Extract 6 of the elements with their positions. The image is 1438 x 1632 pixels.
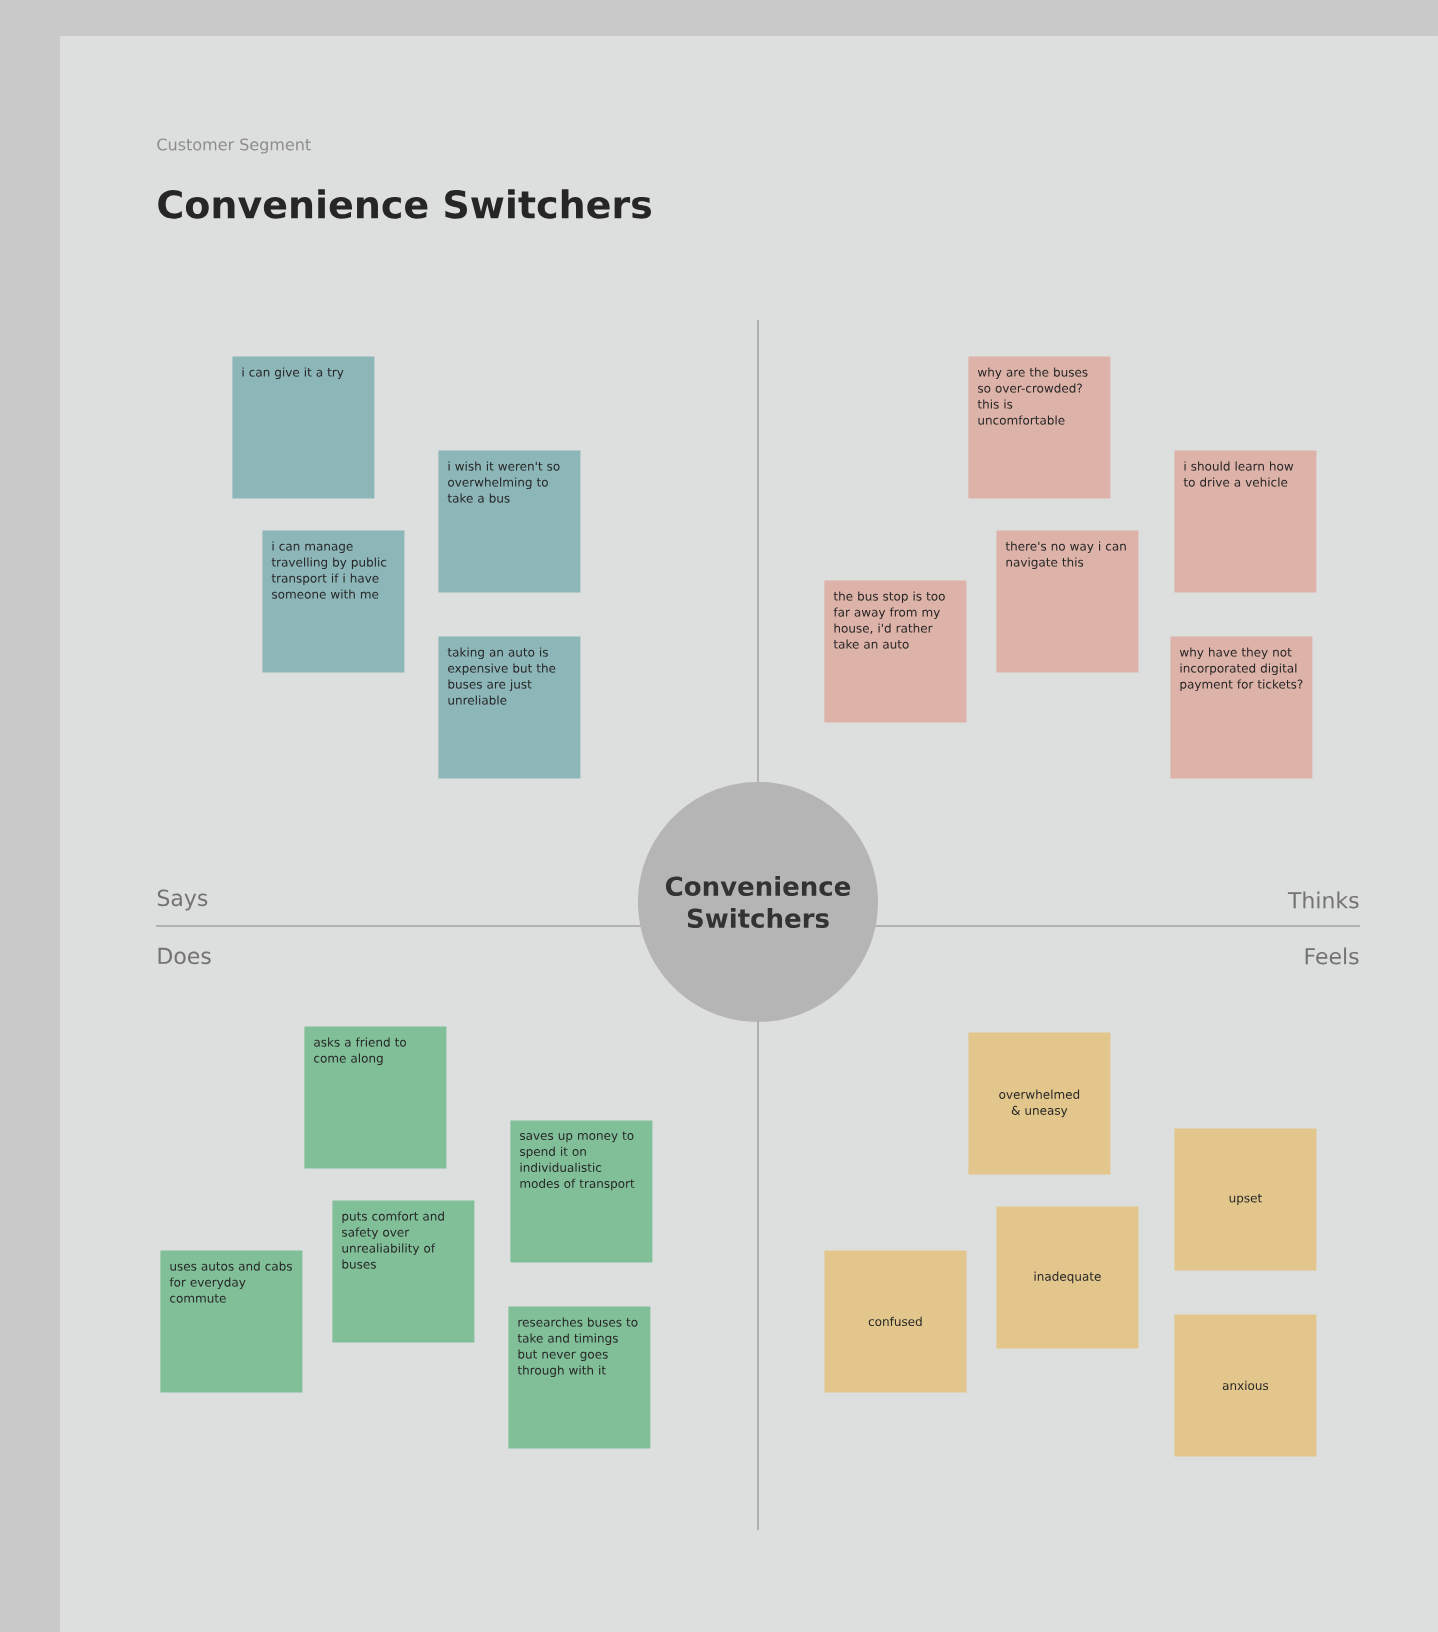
quadrant-label: Feels xyxy=(1305,947,1359,965)
quadrant-label: Does xyxy=(158,947,211,965)
title: Convenience Switchers xyxy=(158,189,651,219)
quadrant-label: Thinks xyxy=(1287,891,1359,909)
segment-label: Customer Segment xyxy=(157,138,311,154)
quadrant-label: Says xyxy=(157,889,208,911)
